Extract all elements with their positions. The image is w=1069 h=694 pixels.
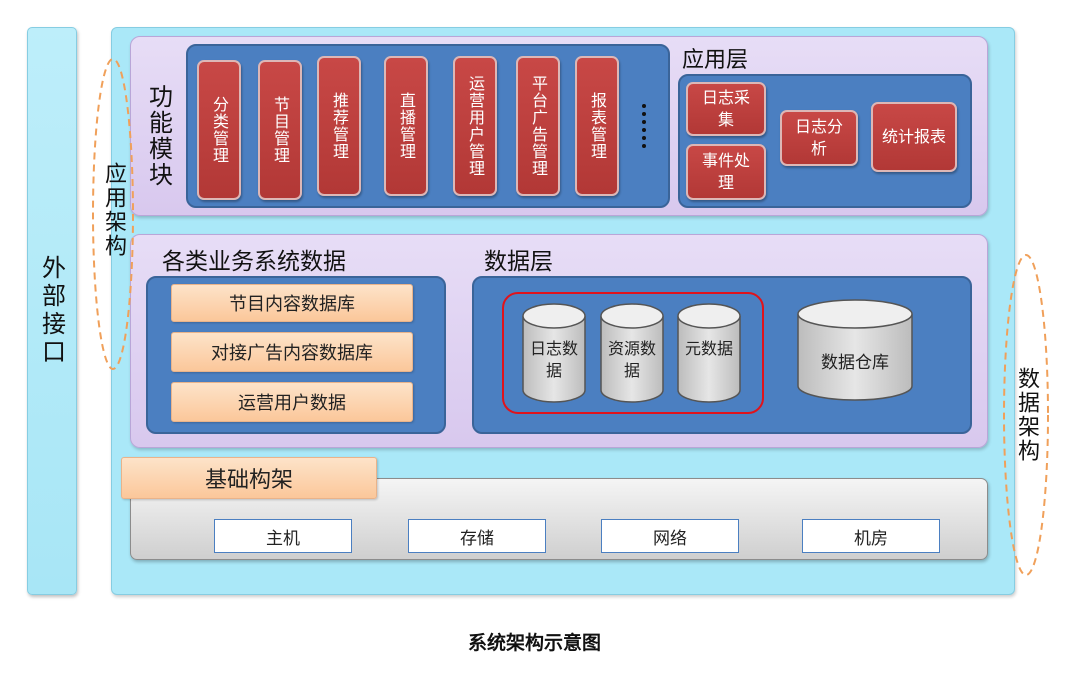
operation-user-data: 运营用户数据 — [171, 382, 413, 422]
module-recommend-management: 推荐管理 — [317, 56, 361, 196]
data-warehouse-cylinder — [797, 299, 913, 401]
function-module-title: 功能模块 — [144, 84, 173, 188]
metadata-cylinder — [677, 303, 741, 403]
infra-host: 主机 — [214, 519, 352, 553]
app-architecture-label: 应用架构 — [101, 162, 126, 258]
module-program-management: 节目管理 — [258, 60, 302, 200]
external-interface-label: 外部接口 — [37, 255, 66, 367]
database-group-outline — [502, 292, 764, 414]
data-architecture-ellipse — [1003, 254, 1049, 576]
statistics-report: 统计报表 — [871, 102, 957, 172]
log-data-cylinder — [522, 303, 586, 403]
ad-content-db: 对接广告内容数据库 — [171, 332, 413, 372]
module-platform-ad-management: 平台广告管理 — [516, 56, 560, 196]
resource-data-cylinder — [600, 303, 664, 403]
infra-network: 网络 — [601, 519, 739, 553]
data-warehouse-label: 数据仓库 — [821, 353, 889, 373]
module-category-management: 分类管理 — [197, 60, 241, 200]
metadata-label: 元数据 — [684, 339, 733, 358]
module-live-management: 直播管理 — [384, 56, 428, 196]
log-analysis: 日志分析 — [780, 110, 858, 166]
app-architecture-ellipse — [92, 58, 134, 370]
data-architecture-label: 数据架构 — [1014, 367, 1039, 463]
module-report-management: 报表管理 — [575, 56, 619, 196]
program-content-db: 节目内容数据库 — [171, 284, 413, 322]
log-data-label: 日志数据 — [529, 339, 578, 380]
log-collection: 日志采集 — [686, 82, 766, 136]
external-interface-column: 外部接口 — [27, 27, 77, 595]
module-operation-user-management: 运营用户管理 — [453, 56, 497, 196]
data-layer-title: 数据层 — [484, 249, 553, 275]
more-modules-ellipsis — [640, 104, 648, 148]
event-processing: 事件处理 — [686, 144, 766, 200]
diagram-caption: 系统架构示意图 — [467, 632, 601, 654]
infra-datacenter: 机房 — [802, 519, 940, 553]
app-layer-title: 应用层 — [682, 48, 749, 73]
infra-storage: 存储 — [408, 519, 546, 553]
infrastructure-title: 基础构架 — [121, 457, 377, 499]
resource-data-label: 资源数据 — [607, 339, 656, 380]
business-data-title: 各类业务系统数据 — [162, 249, 346, 275]
